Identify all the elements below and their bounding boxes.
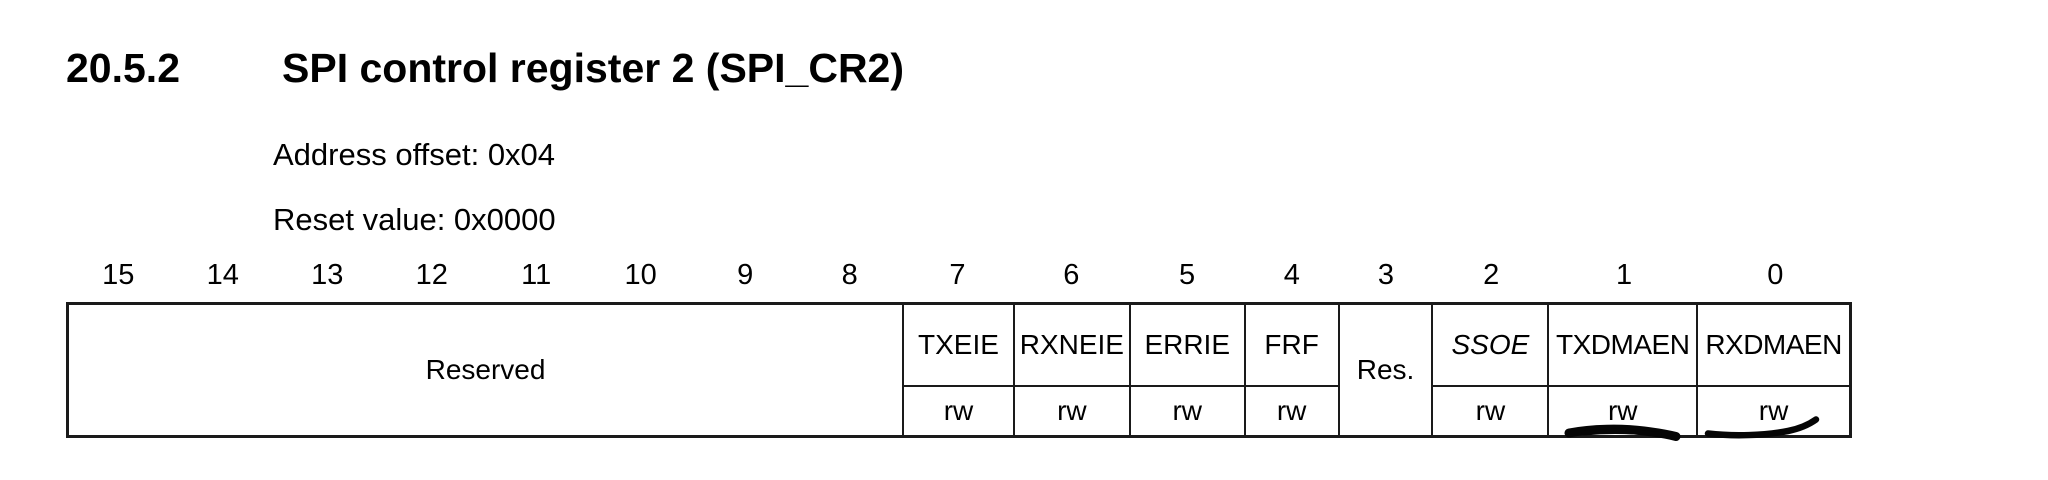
field-frf-label: FRF — [1264, 329, 1319, 360]
field-rxdmaen: RXDMAEN — [1696, 305, 1849, 387]
field-txeie: TXEIE — [902, 305, 1013, 387]
field-txdmaen-label: TXDMAEN — [1556, 329, 1690, 360]
field-reserved: Reserved — [69, 305, 902, 435]
field-ssoe: SSOE — [1431, 305, 1548, 387]
bit-number-12: 12 — [415, 259, 448, 291]
register-bitfield-table: Reserved TXEIE RXNEIE ERRIE FRF Res. SSO… — [66, 302, 1852, 438]
section-number: 20.5.2 — [66, 45, 180, 91]
field-rxneie-label: RXNEIE — [1019, 329, 1124, 360]
bit-number-3: 3 — [1377, 259, 1395, 291]
field-reserved-label: Reserved — [425, 354, 546, 385]
field-ssoe-label: SSOE — [1451, 329, 1530, 360]
field-rxneie: RXNEIE — [1012, 305, 1129, 387]
bit-number-2: 2 — [1483, 259, 1500, 291]
field-frf: FRF — [1243, 305, 1338, 387]
field-txdmaen: TXDMAEN — [1547, 305, 1697, 387]
access-rxdmaen: rw — [1696, 387, 1849, 435]
bit-number-13: 13 — [311, 259, 344, 291]
access-txeie: rw — [902, 387, 1013, 435]
bit-number-0: 0 — [1767, 259, 1784, 291]
access-ssoe: rw — [1431, 387, 1547, 435]
field-res-label: Res. — [1356, 354, 1415, 385]
access-frf: rw — [1243, 387, 1338, 435]
bit-number-6: 6 — [1063, 259, 1080, 291]
bit-number-11: 11 — [521, 259, 552, 291]
bit-number-7: 7 — [949, 259, 966, 291]
bit-number-5: 5 — [1178, 259, 1196, 291]
field-txeie-label: TXEIE — [918, 329, 999, 360]
bit-number-row: 15 14 13 12 11 10 9 8 7 6 5 4 3 2 1 0 — [66, 260, 1852, 294]
bit-number-10: 10 — [624, 259, 657, 291]
bit-number-1: 1 — [1615, 259, 1633, 291]
field-errie: ERRIE — [1128, 305, 1244, 387]
address-offset-line: Address offset: 0x04 — [273, 137, 556, 172]
bit-number-15: 15 — [102, 259, 135, 291]
bit-number-4: 4 — [1283, 259, 1300, 291]
access-errie: rw — [1128, 387, 1244, 435]
bit-number-14: 14 — [206, 259, 239, 291]
field-errie-label: ERRIE — [1144, 329, 1231, 360]
field-rxdmaen-label: RXDMAEN — [1705, 329, 1842, 360]
bit-number-8: 8 — [841, 259, 858, 291]
field-res: Res. — [1337, 305, 1432, 435]
page-title: SPI control register 2 (SPI_CR2) — [282, 45, 905, 91]
access-rxneie: rw — [1012, 387, 1129, 435]
access-txdmaen: rw — [1547, 387, 1696, 435]
bit-number-9: 9 — [737, 259, 754, 291]
section-heading: 20.5.2 SPI control register 2 (SPI_CR2) — [0, 45, 2048, 96]
reset-value-line: Reset value: 0x0000 — [273, 202, 556, 237]
